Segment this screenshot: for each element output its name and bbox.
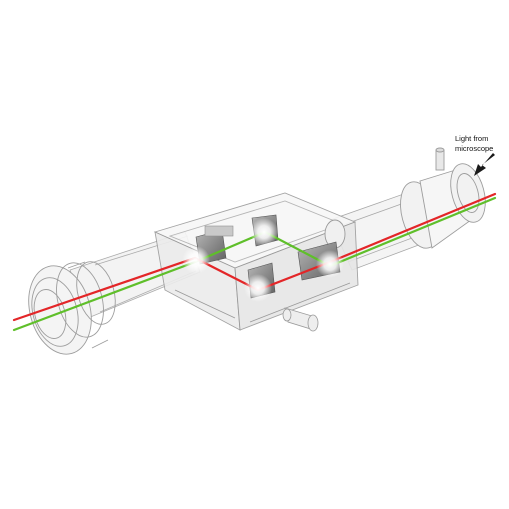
- light-from-microscope-label: Light from microscope: [455, 134, 509, 154]
- label-line-1: Light from: [455, 134, 489, 143]
- mirror-glints: [182, 218, 344, 302]
- label-line-2: microscope: [455, 144, 494, 153]
- arrow-down-left-icon: [474, 153, 495, 176]
- left-eyepiece: [28, 261, 116, 355]
- adjustment-knob: [282, 307, 319, 332]
